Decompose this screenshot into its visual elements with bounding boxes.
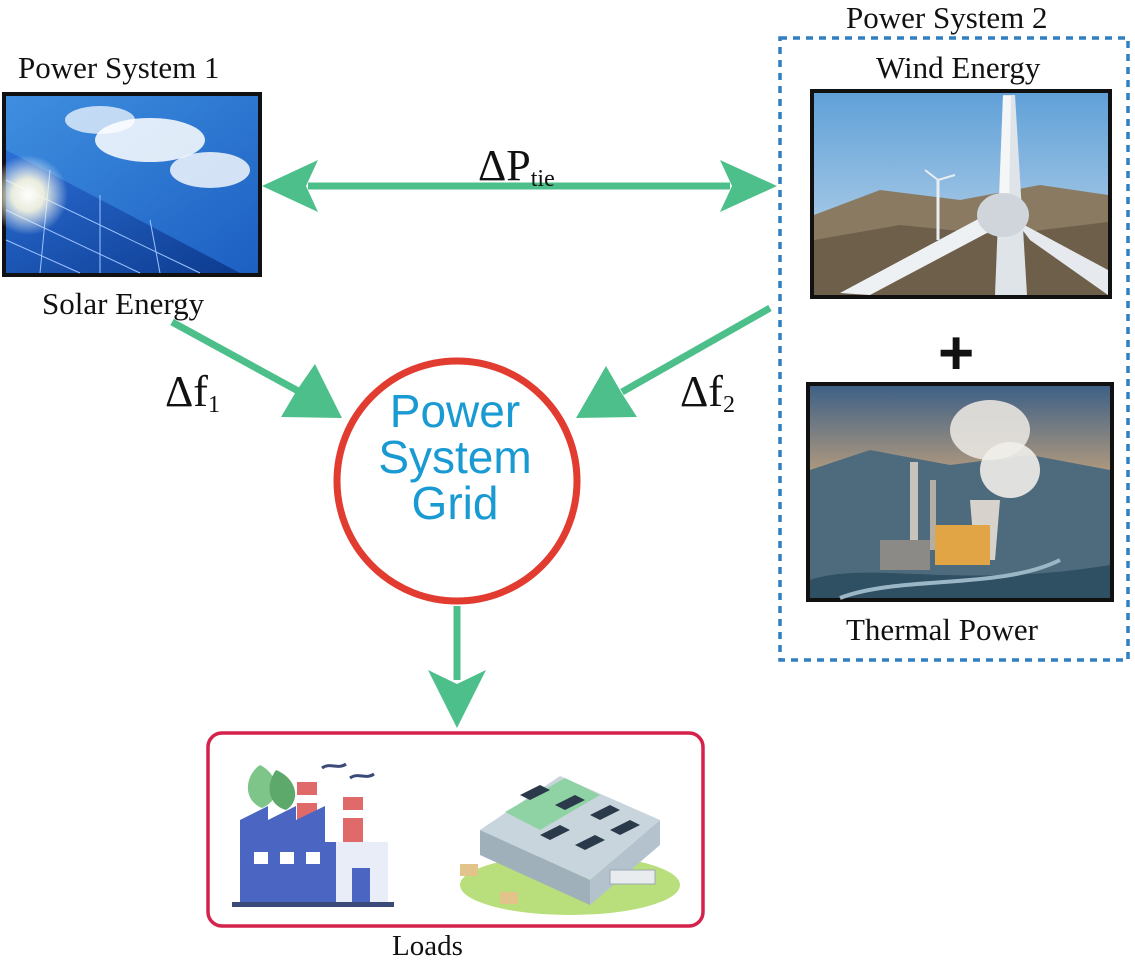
thermal-plant-photo (806, 382, 1114, 602)
grid-line-2: System (378, 431, 532, 483)
loads-arrow (428, 606, 486, 728)
grid-line-1: Power (389, 385, 521, 437)
delta-f2-symbol: Δf (680, 367, 723, 416)
power-system-2-title: Power System 2 (846, 0, 1048, 35)
delta-f2-label: Δf2 (680, 366, 735, 419)
delta-p-tie-label: ΔPtie (478, 140, 555, 193)
green-factory-icon (232, 762, 394, 907)
f1-arrow (170, 318, 342, 418)
thermal-power-label: Thermal Power (846, 612, 1038, 647)
power-system-2-box (778, 36, 1130, 662)
warehouse-icon (460, 776, 680, 915)
power-system-1-title: Power System 1 (18, 50, 220, 85)
wind-turbine-photo (810, 89, 1112, 299)
tie-subscript: tie (530, 166, 555, 192)
solar-panel-photo (0, 92, 262, 277)
loads-label: Loads (392, 930, 463, 962)
f2-subscript: 2 (722, 392, 735, 418)
delta-p-symbol: ΔP (478, 141, 531, 190)
wind-energy-label: Wind Energy (876, 50, 1041, 85)
f1-subscript: 1 (207, 392, 220, 418)
power-grid-circle (333, 357, 581, 605)
delta-f1-symbol: Δf (165, 367, 208, 416)
solar-energy-label: Solar Energy (42, 286, 205, 321)
power-grid-label: Power System Grid (330, 388, 580, 526)
plus-sign: + (938, 319, 975, 388)
grid-line-3: Grid (411, 477, 499, 529)
f2-arrow (576, 304, 772, 418)
delta-f1-label: Δf1 (165, 366, 220, 419)
tie-line-arrow (262, 160, 777, 212)
